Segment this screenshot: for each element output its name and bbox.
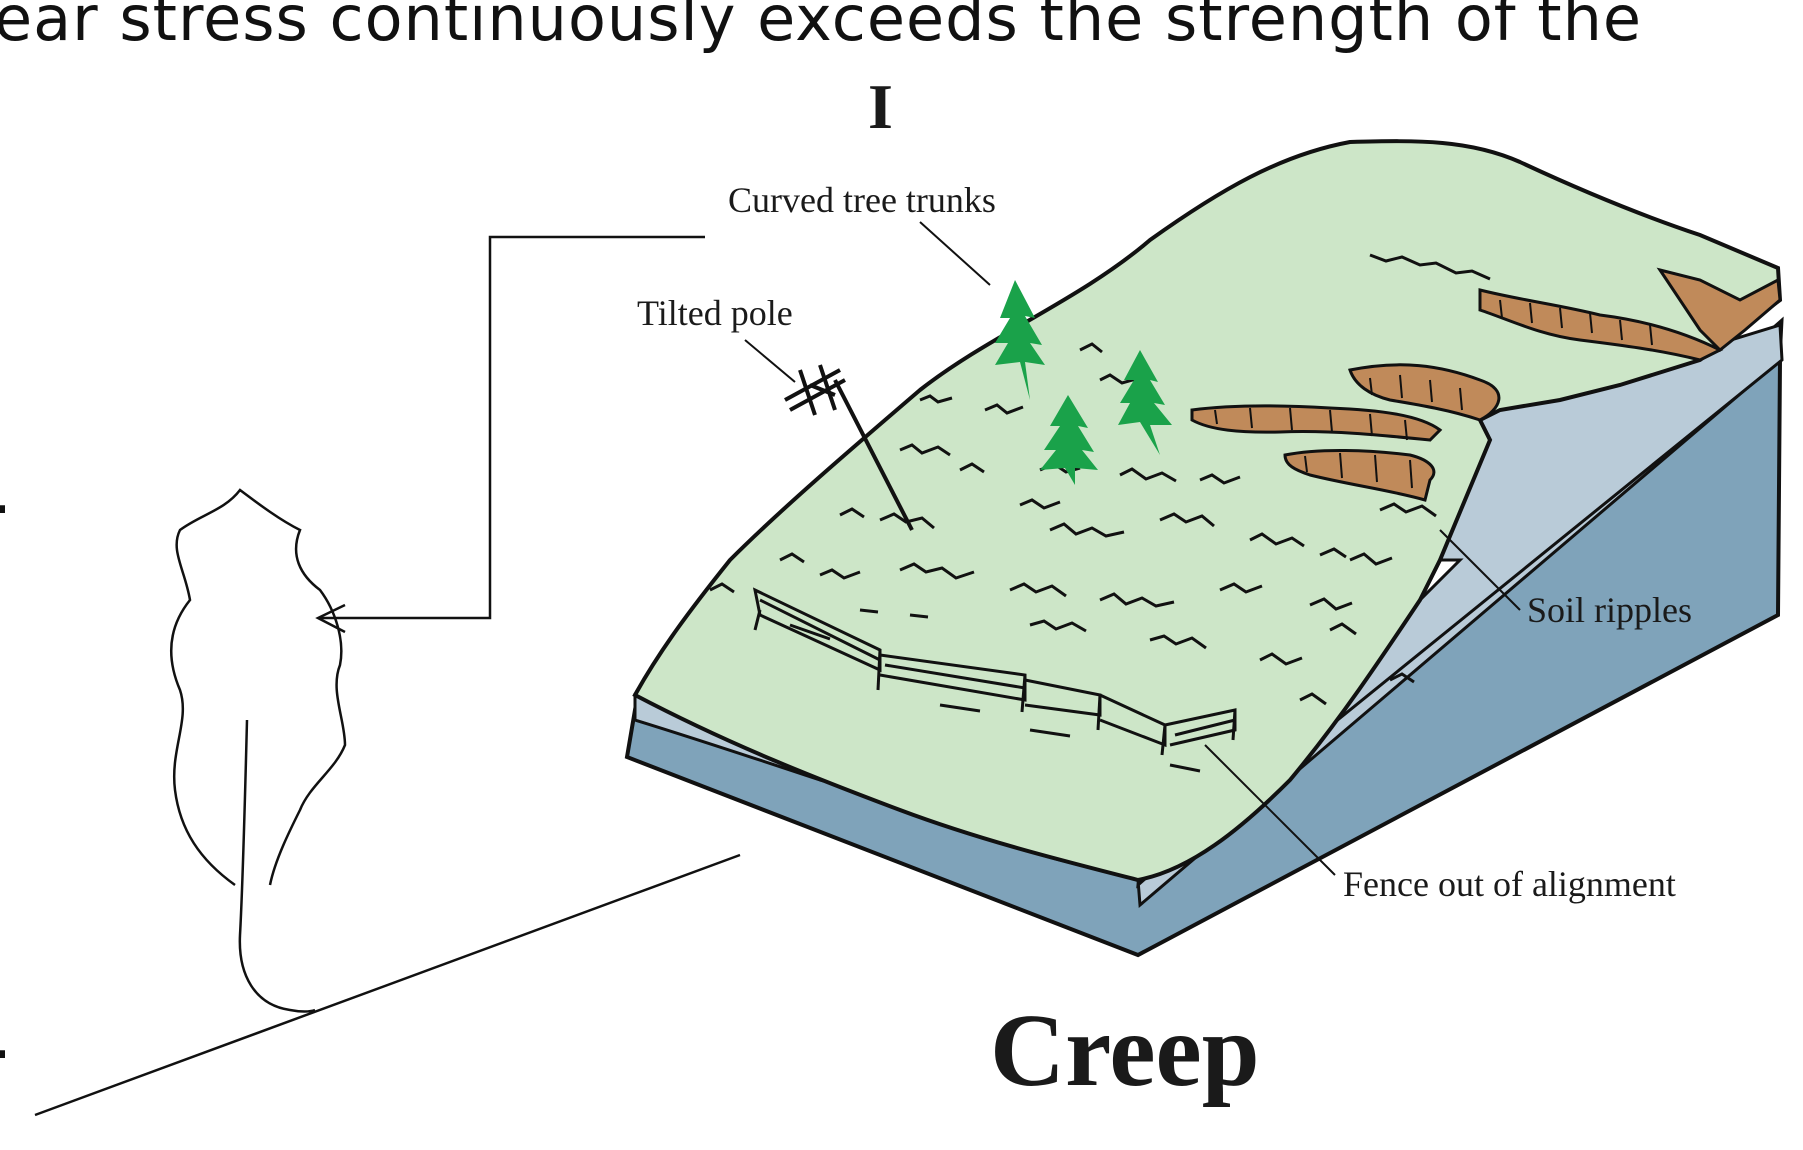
scarp-right xyxy=(1656,267,1782,353)
slide-text-fragment: . xyxy=(0,455,12,528)
scarp-lower xyxy=(1283,449,1436,502)
tree xyxy=(1040,395,1098,485)
fence xyxy=(752,587,1237,773)
figure-title: Creep xyxy=(990,993,1260,1108)
scarp-left xyxy=(1190,404,1443,442)
curved-trees xyxy=(995,280,1172,485)
tree xyxy=(995,280,1045,400)
label-tilted-pole: Tilted pole xyxy=(637,293,793,333)
slump-scarps xyxy=(1190,267,1782,502)
label-soil-ripples: Soil ripples xyxy=(1527,590,1692,630)
label-curved-tree-trunks: Curved tree trunks xyxy=(728,180,996,220)
slide-text-fragment: . xyxy=(0,1000,12,1073)
figure-marker: I xyxy=(868,71,893,142)
tilted-pole xyxy=(784,364,914,531)
tree xyxy=(1118,350,1172,455)
arrow-head-icon xyxy=(315,603,346,634)
annotation-arrow-line xyxy=(320,235,705,620)
sketch-tree-trunk xyxy=(238,719,316,1013)
callout-lines xyxy=(744,221,1521,876)
handwritten-annotation xyxy=(34,235,741,1117)
sketch-tree-outline xyxy=(170,488,347,887)
slide-top-text: ear stress continuously exceeds the stre… xyxy=(0,0,1643,55)
slope-block xyxy=(624,139,1784,958)
grass-surface xyxy=(632,139,1783,883)
label-fence-out-of-alignment: Fence out of alignment xyxy=(1343,864,1676,904)
scarp-top xyxy=(1478,288,1724,362)
sketch-slope-line xyxy=(34,853,741,1117)
